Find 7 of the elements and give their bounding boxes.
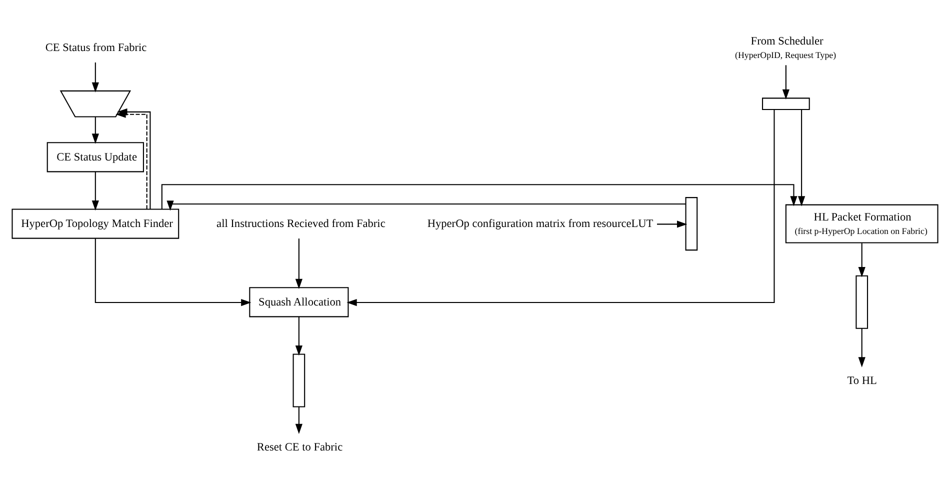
node-text: From Scheduler [750,35,823,48]
node-label: (HyperOpID, Request Type) [734,50,836,60]
node-text: CE Status from Fabric [44,42,146,54]
node-text: HyperOp configuration matrix from resourceLUT [426,218,653,230]
node-text: all Instructions Recieved from Fabric [216,218,385,230]
node-text: Reset CE to Fabric [256,440,342,453]
node-text: To HL [846,374,876,386]
